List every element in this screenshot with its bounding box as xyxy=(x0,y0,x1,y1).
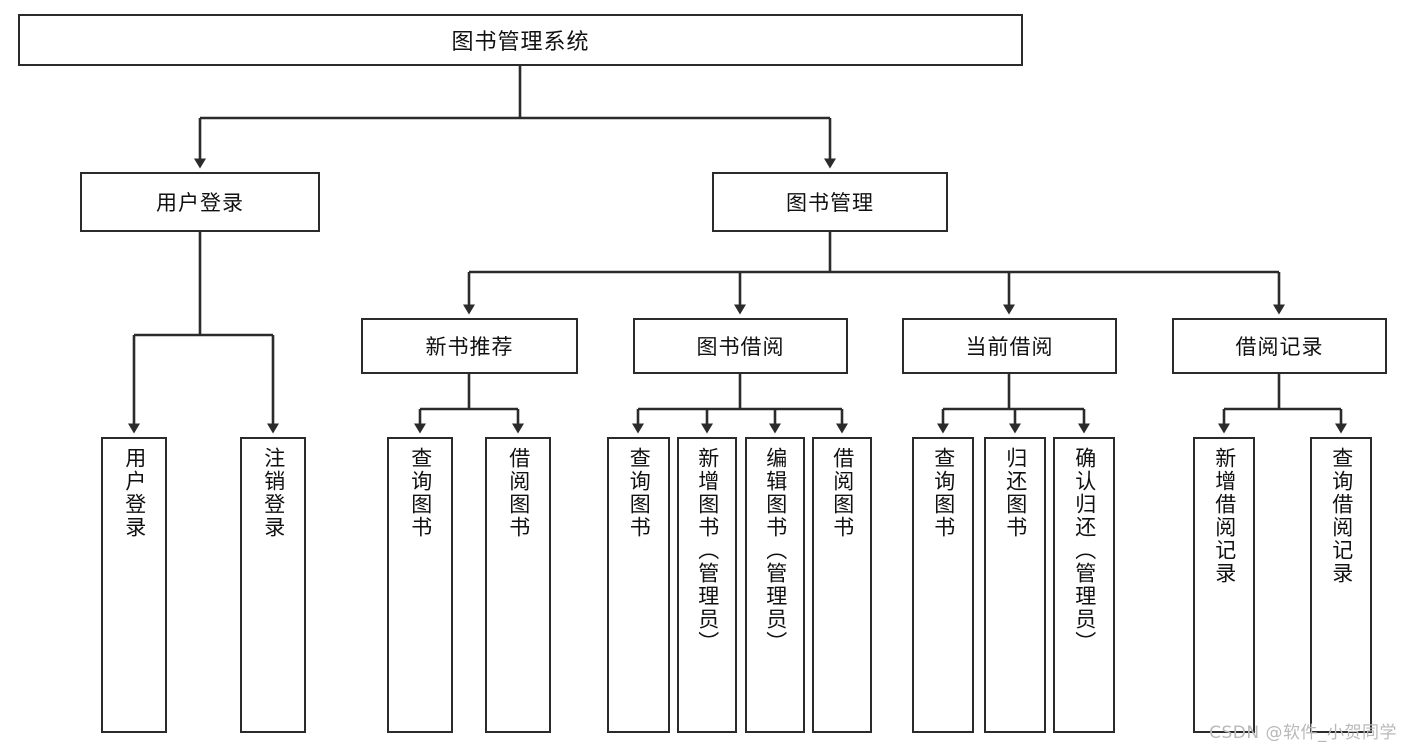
node-leaf-add-book-admin[interactable]: 新增图书（管理员） xyxy=(677,437,737,733)
node-leaf-user-login-label: 用户登录 xyxy=(122,447,147,539)
node-leaf-return-book-label: 归还图书 xyxy=(1003,447,1028,539)
node-new-book-recommend-label: 新书推荐 xyxy=(425,335,514,359)
node-leaf-user-login[interactable]: 用户登录 xyxy=(101,437,167,733)
node-user-login[interactable]: 用户登录 xyxy=(80,172,320,232)
node-leaf-borrow-book-rec-label: 借阅图书 xyxy=(506,447,531,539)
node-leaf-return-book[interactable]: 归还图书 xyxy=(984,437,1046,733)
node-root[interactable]: 图书管理系统 xyxy=(18,14,1023,66)
node-leaf-query-book-rec-label: 查询图书 xyxy=(408,447,433,539)
node-leaf-add-borrow-record[interactable]: 新增借阅记录 xyxy=(1193,437,1255,733)
node-book-manage[interactable]: 图书管理 xyxy=(712,172,948,232)
node-leaf-edit-book-admin[interactable]: 编辑图书（管理员） xyxy=(745,437,805,733)
node-leaf-edit-book-admin-label: 编辑图书（管理员） xyxy=(763,447,788,654)
node-leaf-borrow-book[interactable]: 借阅图书 xyxy=(812,437,872,733)
node-current-borrow-label: 当前借阅 xyxy=(965,335,1054,359)
node-user-login-label: 用户登录 xyxy=(156,191,244,215)
node-book-manage-label: 图书管理 xyxy=(786,191,874,215)
node-root-label: 图书管理系统 xyxy=(451,30,590,55)
node-leaf-add-borrow-record-label: 新增借阅记录 xyxy=(1212,447,1237,585)
node-leaf-query-book-current[interactable]: 查询图书 xyxy=(912,437,974,733)
node-leaf-query-book-current-label: 查询图书 xyxy=(931,447,956,539)
node-leaf-borrow-book-label: 借阅图书 xyxy=(830,447,855,539)
node-leaf-borrow-book-rec[interactable]: 借阅图书 xyxy=(485,437,551,733)
node-leaf-query-borrow-record-label: 查询借阅记录 xyxy=(1329,447,1354,585)
node-leaf-query-book-borrow-label: 查询图书 xyxy=(627,447,652,539)
node-leaf-query-book-borrow[interactable]: 查询图书 xyxy=(607,437,670,733)
node-leaf-logout-login-label: 注销登录 xyxy=(261,447,286,539)
node-leaf-logout-login[interactable]: 注销登录 xyxy=(240,437,306,733)
node-book-borrow[interactable]: 图书借阅 xyxy=(633,318,848,374)
watermark-text: CSDN @软件_小贺同学 xyxy=(1209,723,1397,743)
node-borrow-record[interactable]: 借阅记录 xyxy=(1172,318,1387,374)
node-book-borrow-label: 图书借阅 xyxy=(696,335,785,359)
node-leaf-confirm-return-admin-label: 确认归还（管理员） xyxy=(1072,447,1097,654)
node-new-book-recommend[interactable]: 新书推荐 xyxy=(361,318,578,374)
node-leaf-confirm-return-admin[interactable]: 确认归还（管理员） xyxy=(1053,437,1115,733)
node-leaf-query-book-rec[interactable]: 查询图书 xyxy=(387,437,453,733)
node-current-borrow[interactable]: 当前借阅 xyxy=(902,318,1117,374)
node-borrow-record-label: 借阅记录 xyxy=(1235,335,1324,359)
node-leaf-add-book-admin-label: 新增图书（管理员） xyxy=(695,447,720,654)
node-leaf-query-borrow-record[interactable]: 查询借阅记录 xyxy=(1310,437,1372,733)
